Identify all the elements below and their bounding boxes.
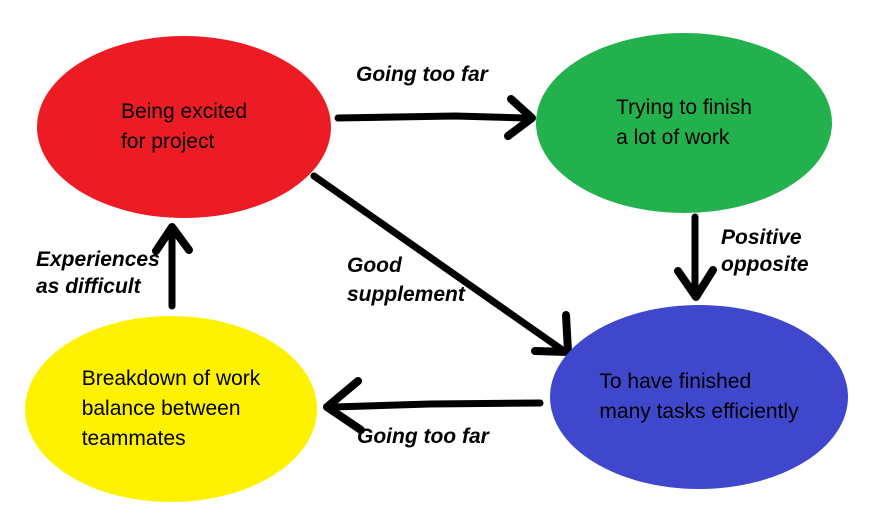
node-breakdown-of-work-label: Breakdown of work balance between teamma… — [81, 367, 261, 450]
node-trying-to-finish-label: Trying to finish a lot of work — [616, 96, 752, 149]
edge-label-going-too-far-top: Going too far — [356, 63, 488, 86]
node-trying-to-finish: Trying to finish a lot of work — [536, 33, 832, 213]
node-being-excited: Being excited for project — [37, 36, 331, 218]
arrow-excited-to-finish — [334, 95, 536, 140]
node-finished-many-tasks-label: To have finished many tasks efficiently — [599, 370, 799, 423]
edge-label-good-supplement: Good supplement — [347, 254, 465, 306]
node-finished-many-tasks: To have finished many tasks efficiently — [550, 305, 848, 489]
arrow-breakdown-to-excited — [152, 223, 193, 310]
edge-label-positive-opposite: Positive opposite — [721, 226, 809, 276]
node-breakdown-of-work: Breakdown of work balance between teamma… — [25, 316, 317, 502]
node-being-excited-label: Being excited for project — [120, 100, 248, 153]
edge-label-going-too-far-bottom: Going too far — [357, 425, 489, 448]
edge-label-experiences-as-difficult: Experiences as difficult — [36, 248, 160, 298]
arrow-finish-to-finished — [674, 213, 717, 301]
